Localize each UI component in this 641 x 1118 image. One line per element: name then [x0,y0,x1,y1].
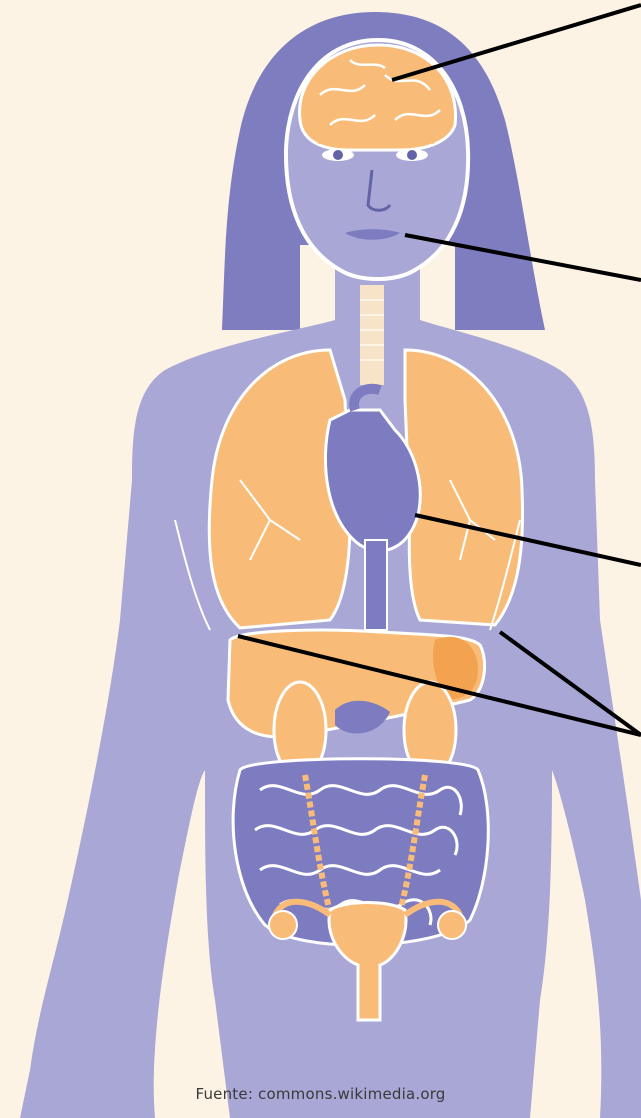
right-ovary [438,911,466,939]
left-pupil [333,150,343,160]
source-caption: Fuente: commons.wikimedia.org [0,1085,641,1103]
esophagus [365,540,387,630]
right-pupil [407,150,417,160]
left-ovary [269,911,297,939]
